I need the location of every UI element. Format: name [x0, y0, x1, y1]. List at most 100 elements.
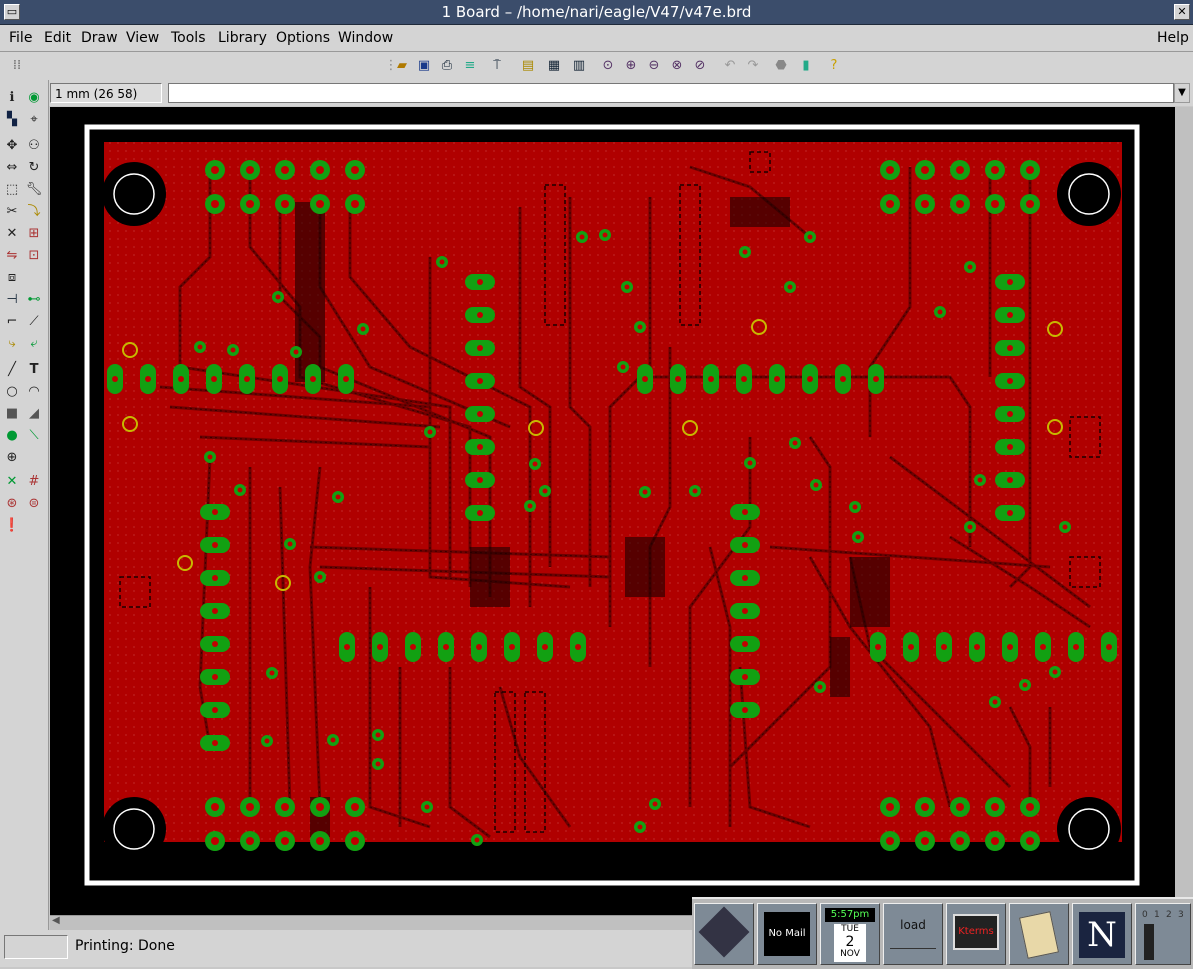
- run-ulp-icon[interactable]: ▥: [570, 57, 588, 75]
- zoom-select-icon[interactable]: ⊘: [691, 57, 709, 75]
- pad-drill: [212, 641, 218, 647]
- arc-icon[interactable]: ◠: [24, 382, 44, 402]
- menu-options[interactable]: Options: [276, 30, 330, 46]
- toolbar-grip-icon[interactable]: ⁞⁞: [8, 57, 26, 75]
- menu-edit[interactable]: Edit: [44, 30, 71, 46]
- dock-pager[interactable]: 0 1 2 3: [1135, 903, 1191, 965]
- paste-icon[interactable]: ⤵: [24, 202, 44, 222]
- dock-toolbox-icon[interactable]: [694, 903, 754, 965]
- autorouter-icon[interactable]: ⤶: [24, 334, 44, 354]
- menu-tools[interactable]: Tools: [171, 30, 206, 46]
- command-bar: 1 mm (26 58) ▼: [0, 80, 1193, 106]
- mirror-icon[interactable]: ⇔: [2, 158, 22, 178]
- window-close-button[interactable]: ✕: [1174, 4, 1190, 20]
- desktop-0[interactable]: 0: [1142, 910, 1148, 920]
- pad-drill: [1007, 279, 1013, 285]
- ulp-icon[interactable]: ⍑: [488, 57, 506, 75]
- desktop-1[interactable]: 1: [1154, 910, 1160, 920]
- menu-help[interactable]: Help: [1157, 30, 1189, 46]
- change-icon[interactable]: 🔧︎: [24, 180, 44, 200]
- dock-editor-icon[interactable]: [1009, 903, 1069, 965]
- help-icon[interactable]: ?: [825, 57, 843, 75]
- command-history-button[interactable]: ▼: [1174, 83, 1190, 103]
- go-icon[interactable]: ▮: [797, 57, 815, 75]
- circle-icon[interactable]: ○: [2, 382, 22, 402]
- desktop-2[interactable]: 2: [1166, 910, 1172, 920]
- miter-icon[interactable]: ⌐: [2, 312, 22, 332]
- undo-icon[interactable]: ↶: [721, 57, 739, 75]
- rotate-icon[interactable]: ↻: [24, 158, 44, 178]
- pad-drill: [742, 575, 748, 581]
- route-icon[interactable]: ⟋: [24, 312, 44, 332]
- horizontal-scrollbar[interactable]: ◀: [50, 915, 695, 930]
- ripup-icon[interactable]: ⤷: [2, 334, 22, 354]
- zoom-in-icon[interactable]: ⊕: [622, 57, 640, 75]
- delete-icon[interactable]: ✕: [2, 224, 22, 244]
- mark-icon[interactable]: ⌖: [24, 110, 44, 130]
- vertical-scrollbar[interactable]: [1175, 107, 1193, 915]
- drc-icon[interactable]: ⊜: [24, 494, 44, 514]
- pad-drill: [1026, 803, 1034, 811]
- window-menu-icon[interactable]: ▭: [4, 4, 20, 20]
- pad-drill: [477, 279, 483, 285]
- zoom-fit-icon[interactable]: ⊙: [599, 57, 617, 75]
- signal-icon[interactable]: ⟍: [24, 426, 44, 446]
- desktop-3[interactable]: 3: [1178, 910, 1184, 920]
- menu-file[interactable]: File: [9, 30, 32, 46]
- scroll-left-icon[interactable]: ◀: [52, 915, 60, 926]
- lock-icon[interactable]: ⊡: [24, 246, 44, 266]
- print-icon[interactable]: ⎙: [438, 57, 456, 75]
- open-folder-icon[interactable]: ▰: [393, 57, 411, 75]
- optimize-icon[interactable]: ⊷: [24, 290, 44, 310]
- dock-clock[interactable]: 5:57pm TUE 2 NOV: [820, 903, 880, 965]
- info-icon[interactable]: ℹ: [2, 88, 22, 108]
- text-icon[interactable]: T: [24, 360, 44, 380]
- script-icon[interactable]: ▦: [545, 57, 563, 75]
- hole-icon[interactable]: ⊕: [2, 448, 22, 468]
- show-icon[interactable]: ◉: [24, 88, 44, 108]
- copy-icon[interactable]: ⚇: [24, 136, 44, 156]
- menu-library[interactable]: Library: [218, 30, 267, 46]
- stop-icon[interactable]: ⬣: [772, 57, 790, 75]
- pad-drill: [336, 495, 341, 500]
- redo-icon[interactable]: ↷: [744, 57, 762, 75]
- split-icon[interactable]: ⊣: [2, 290, 22, 310]
- replace-icon[interactable]: ⇋: [2, 246, 22, 266]
- menu-window[interactable]: Window: [338, 30, 393, 46]
- ratsnest-icon[interactable]: ✕: [2, 472, 22, 492]
- clock-day: 2: [834, 935, 866, 949]
- cut-icon[interactable]: ✂: [2, 202, 22, 222]
- book-icon[interactable]: ▤: [519, 57, 537, 75]
- polygon-icon[interactable]: ◢: [24, 404, 44, 424]
- name-icon[interactable]: ⧈: [2, 268, 22, 288]
- command-input[interactable]: [168, 83, 1174, 103]
- dock-load-monitor[interactable]: load: [883, 903, 943, 965]
- add-icon[interactable]: ⊞: [24, 224, 44, 244]
- dock-netscape-button[interactable]: N: [1072, 903, 1132, 965]
- via-icon[interactable]: ●: [2, 426, 22, 446]
- save-icon[interactable]: ▣: [415, 57, 433, 75]
- pad-drill: [425, 805, 430, 810]
- zoom-out-icon[interactable]: ⊖: [645, 57, 663, 75]
- move-icon[interactable]: ✥: [2, 136, 22, 156]
- wire-icon[interactable]: ╱: [2, 360, 22, 380]
- pcb-layout-svg[interactable]: [50, 107, 1175, 915]
- pad-drill: [886, 803, 894, 811]
- pad-drill: [808, 235, 813, 240]
- zoom-previous-icon[interactable]: ⊗: [668, 57, 686, 75]
- group-icon[interactable]: ⬚: [2, 180, 22, 200]
- board-canvas[interactable]: [50, 107, 1175, 915]
- dense-trace-area: [625, 537, 665, 597]
- pad-drill: [1073, 644, 1079, 650]
- dock-xterm-button[interactable]: Kterms: [946, 903, 1006, 965]
- pad-drill: [603, 233, 608, 238]
- cam-icon[interactable]: ≡: [461, 57, 479, 75]
- errors-icon[interactable]: ❗: [2, 516, 22, 536]
- rect-icon[interactable]: ■: [2, 404, 22, 424]
- auto-icon[interactable]: #: [24, 472, 44, 492]
- menu-view[interactable]: View: [126, 30, 159, 46]
- erc-icon[interactable]: ⊛: [2, 494, 22, 514]
- display-layers-icon[interactable]: ▚: [2, 110, 22, 130]
- menu-draw[interactable]: Draw: [81, 30, 118, 46]
- dock-mail-button[interactable]: No Mail: [757, 903, 817, 965]
